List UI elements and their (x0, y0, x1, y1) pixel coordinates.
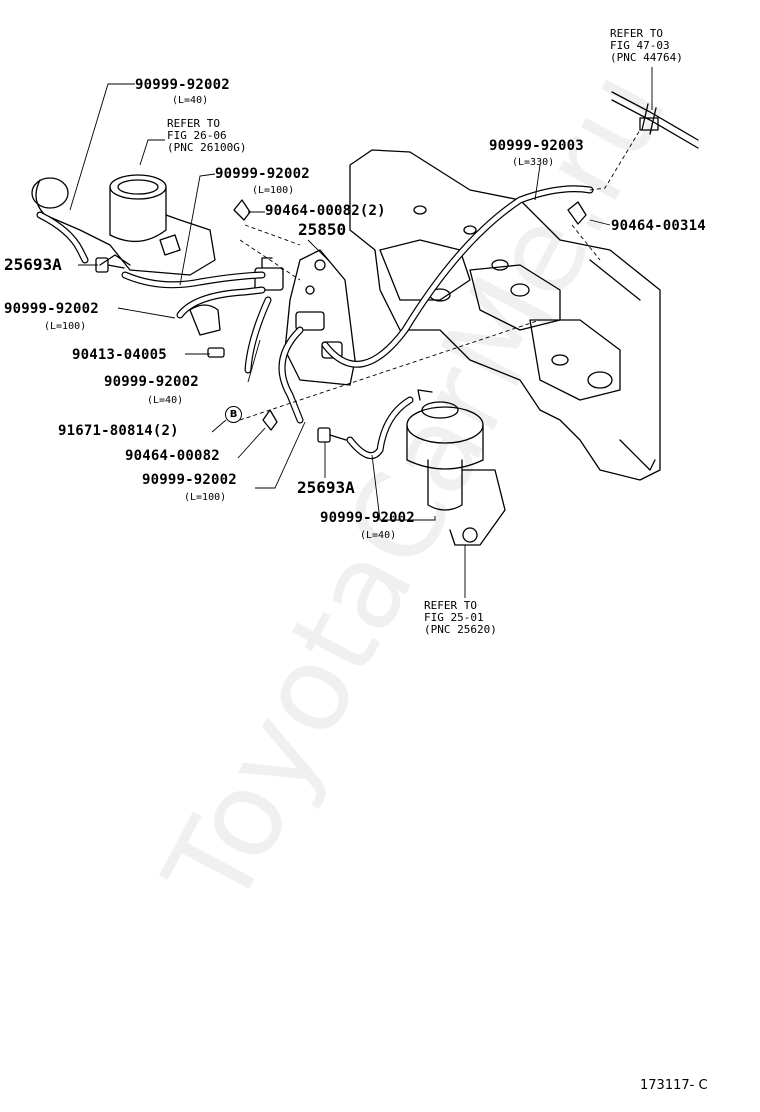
leader-lines (69, 67, 653, 598)
part-90999-92002-d[interactable]: 90999-92002 (104, 374, 199, 390)
reference-fig-47-03[interactable]: REFER TO FIG 47-03 (PNC 44764) (610, 27, 683, 64)
part-91671-80814[interactable]: 91671-80814(2) (58, 423, 179, 439)
part-90999-92002-a[interactable]: 90999-92002 (135, 77, 230, 93)
brake-tee-fitting (611, 91, 699, 149)
part-90999-92002-f[interactable]: 90999-92002 (320, 510, 415, 526)
part-90999-92002-c[interactable]: 90999-92002 (4, 301, 99, 317)
part-90999-92002-e[interactable]: 90999-92002 (142, 472, 237, 488)
part-90464-00314[interactable]: 90464-00314 (611, 218, 706, 234)
part-25850[interactable]: 25850 (298, 220, 347, 239)
vsv-bracket-outline (254, 249, 356, 386)
figure-code: 173117- C (640, 1078, 708, 1093)
dashed-reference-lines (239, 129, 641, 421)
part-length-f: (L=40) (360, 530, 397, 541)
part-length-g: (L=330) (512, 157, 555, 168)
part-90464-00082-b[interactable]: 90464-00082 (125, 448, 220, 464)
part-length-a: (L=40) (172, 95, 209, 106)
fittings (95, 199, 587, 443)
part-90999-92003[interactable]: 90999-92003 (489, 138, 584, 154)
engine-block-outline (349, 149, 661, 481)
part-length-e: (L=100) (184, 492, 227, 503)
part-90413-04005[interactable]: 90413-04005 (72, 347, 167, 363)
part-25693a-b[interactable]: 25693A (297, 478, 355, 497)
part-90464-00082-clamp[interactable]: 90464-00082(2) (265, 203, 386, 219)
part-90999-92002-b[interactable]: 90999-92002 (215, 166, 310, 182)
reference-fig-26-06[interactable]: REFER TO FIG 26-06 (PNC 26100G) (167, 117, 247, 154)
part-25693a-a[interactable]: 25693A (4, 255, 62, 274)
part-length-c: (L=100) (44, 321, 87, 332)
callout-b-badge: B (225, 406, 242, 423)
vacuum-hoses (36, 185, 594, 460)
reference-fig-25-01[interactable]: REFER TO FIG 25-01 (PNC 25620) (424, 599, 497, 636)
egr-valve-outline (406, 389, 506, 546)
part-length-d: (L=40) (147, 395, 184, 406)
part-length-b: (L=100) (252, 185, 295, 196)
